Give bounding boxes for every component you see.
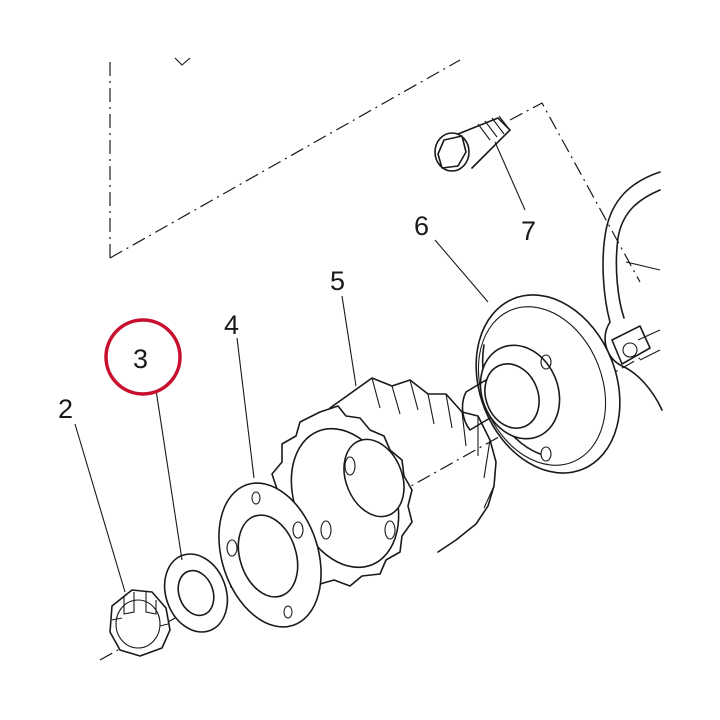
callout-2: 2 (58, 394, 73, 424)
part-3-washer (163, 553, 229, 633)
part-7-bolt (434, 115, 511, 172)
housing-guide-line (509, 102, 641, 283)
callout-3: 3 (133, 344, 148, 374)
callout-4: 4 (224, 310, 239, 340)
callout-5: 5 (330, 266, 345, 296)
leader-lines (74, 141, 526, 593)
housing-cover (602, 171, 663, 411)
part-4-plate (218, 482, 322, 628)
part-2-nut (109, 589, 171, 657)
callout-6: 6 (414, 211, 429, 241)
part-6-flange (461, 294, 621, 474)
callout-3-highlight-circle (104, 318, 182, 396)
callout-7: 7 (521, 216, 536, 246)
reference-frame (109, 57, 461, 259)
